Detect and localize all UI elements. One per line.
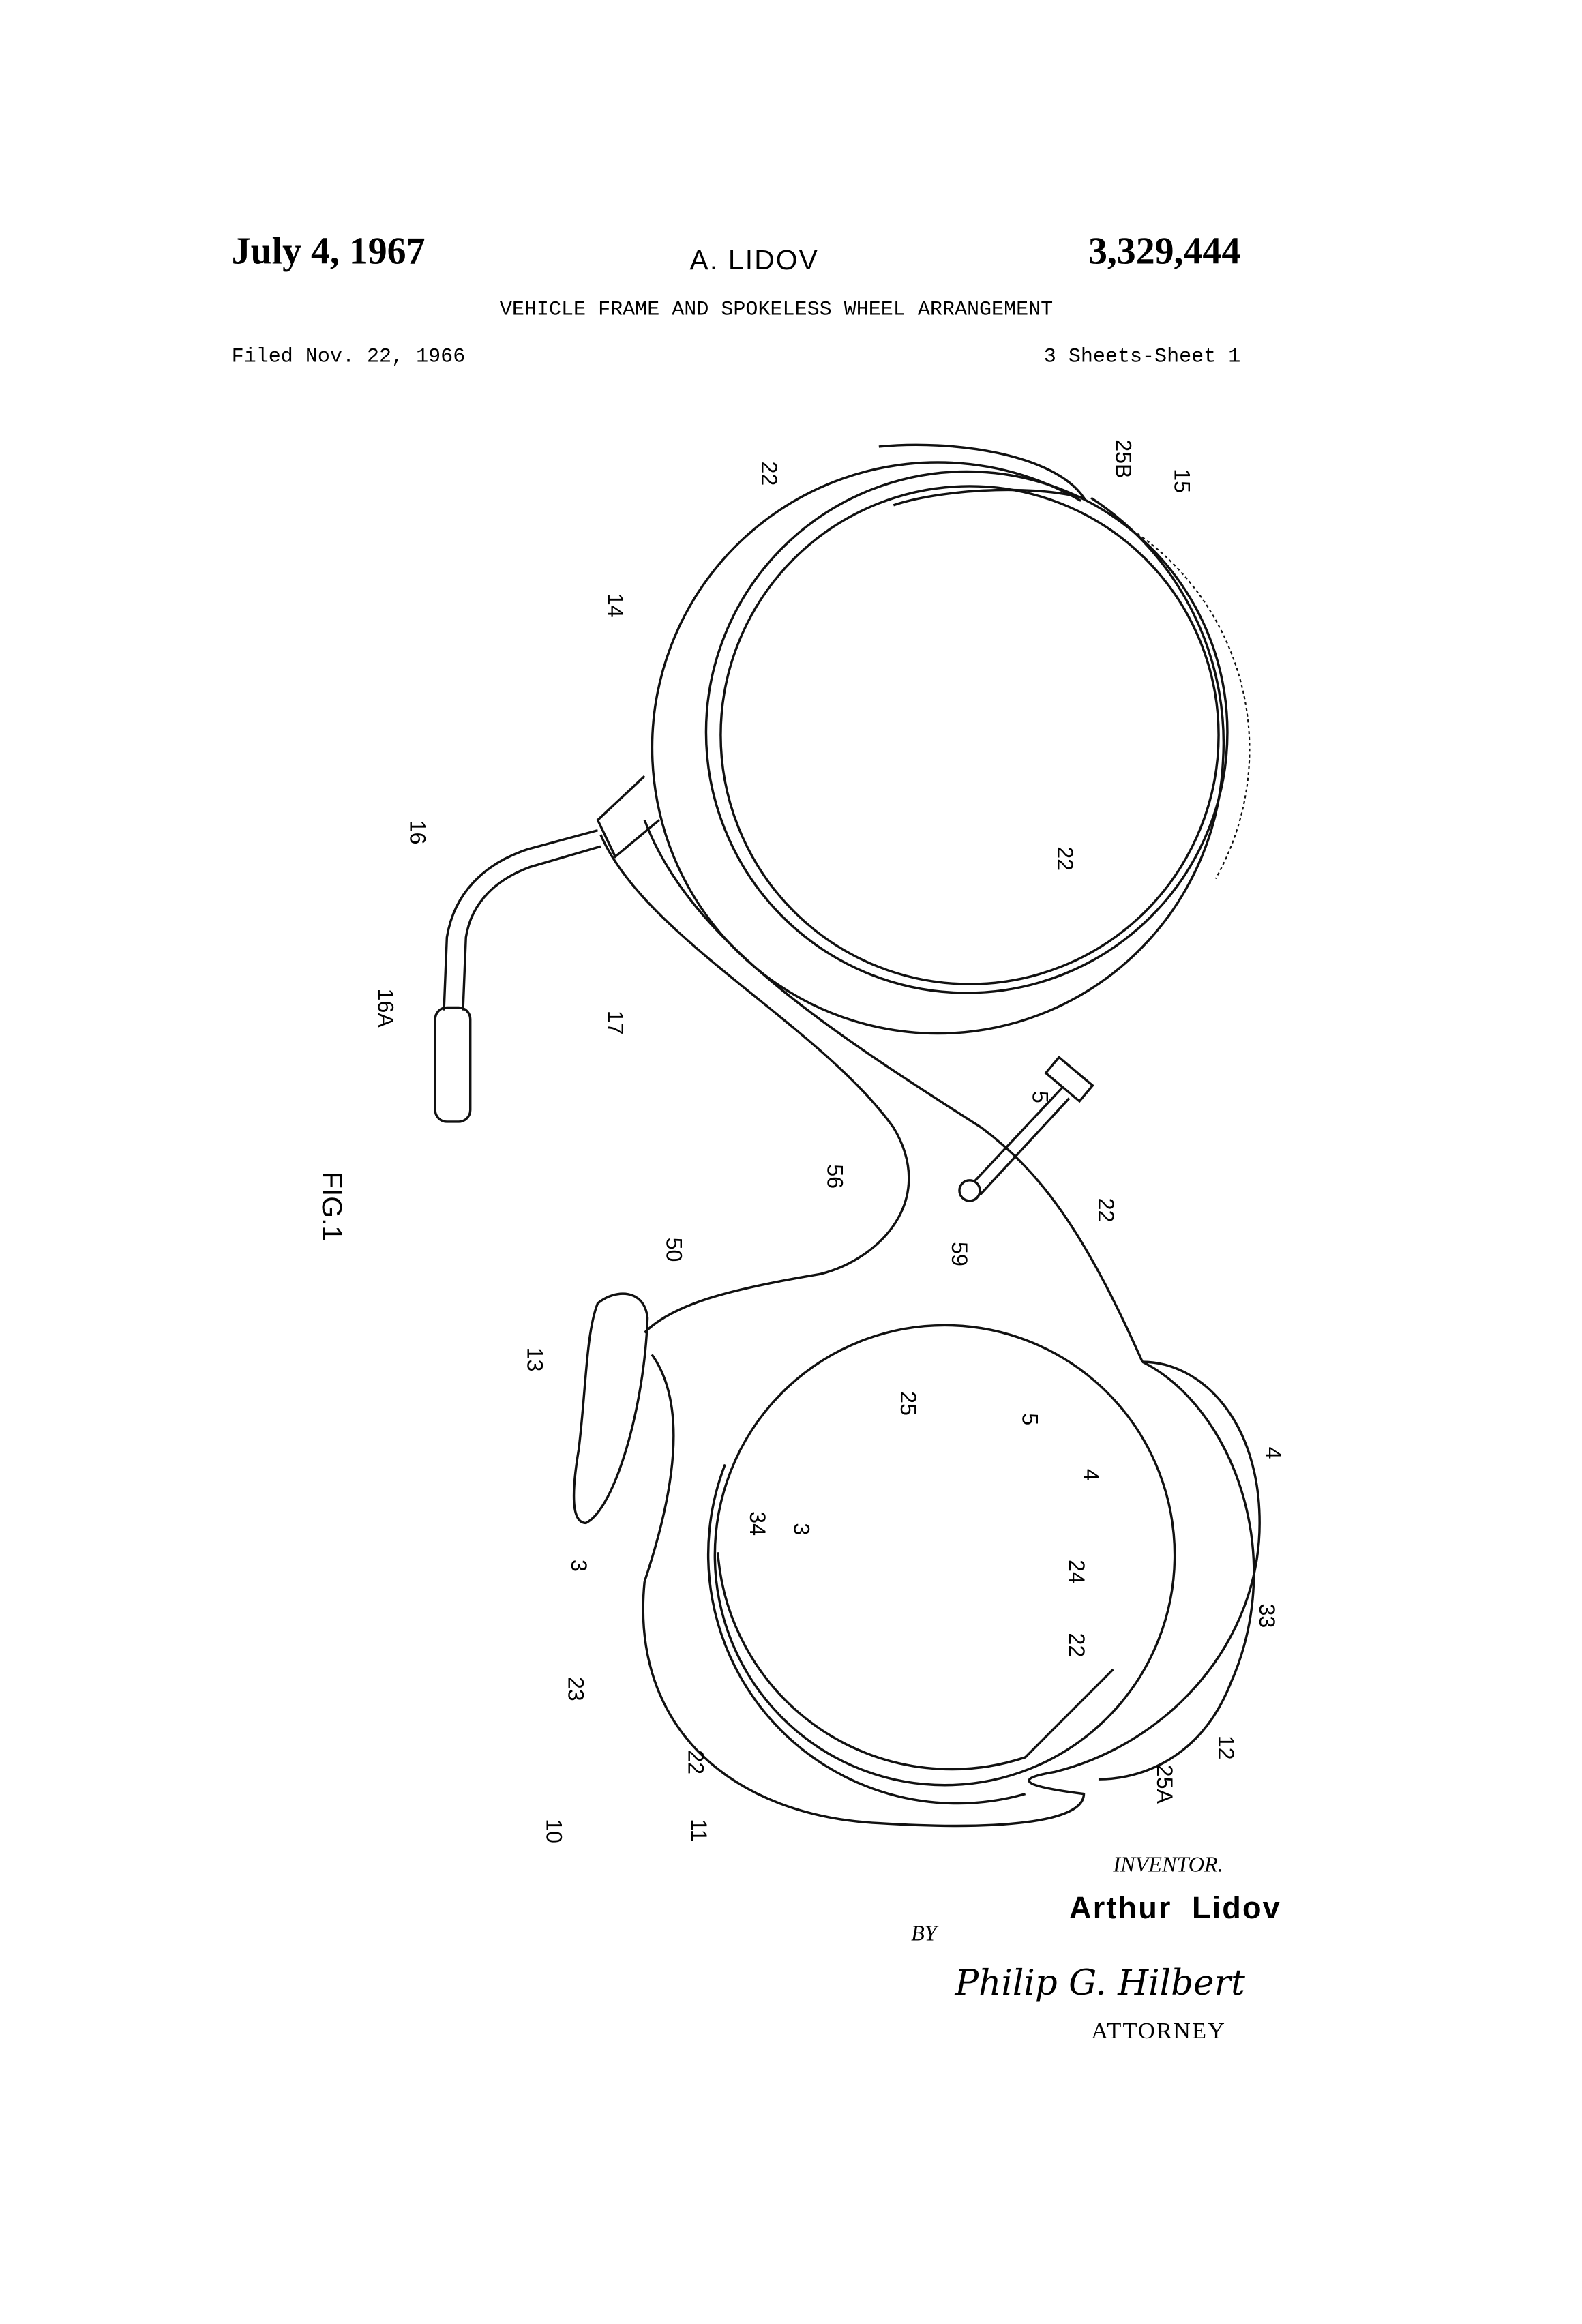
reference-numeral: 25B [1111,439,1136,478]
inventor-short: A. LIDOV [690,244,820,275]
handlebar [435,776,659,1122]
reference-numeral: 17 [603,1011,628,1035]
reference-numeral: 3 [789,1523,814,1535]
frame [601,820,1143,1582]
inventor-label: INVENTOR. [1112,1851,1223,1876]
reference-numeral: 5 [1028,1091,1052,1103]
reference-numeral: 56 [823,1164,848,1189]
reference-numeral: 22 [1094,1198,1118,1223]
reference-numeral: 50 [661,1238,686,1262]
by-label: BY [911,1920,939,1945]
reference-numeral: 3 [567,1560,591,1572]
reference-numeral: 10 [541,1819,566,1843]
reference-numeral: 4 [1261,1447,1285,1459]
reference-numeral: 25A [1152,1765,1177,1804]
reference-numeral: 22 [757,461,781,486]
reference-labels: 22 25B 15 14 16 16A 17 22 5 56 50 59 22 … [316,439,1285,1843]
patent-number: 3,329,444 [1088,230,1240,273]
patent-title: VEHICLE FRAME AND SPOKELESS WHEEL ARRANG… [500,299,1053,322]
reference-numeral: 5 [1017,1413,1042,1425]
reference-numeral: 22 [684,1750,708,1774]
seat [574,1294,648,1523]
reference-numeral: 22 [1053,846,1077,871]
reference-numeral: 16 [406,820,430,845]
reference-numeral: 4 [1079,1469,1103,1481]
reference-numeral: 11 [687,1819,711,1841]
reference-numeral: 25 [896,1391,921,1416]
reference-numeral: 22 [1064,1633,1089,1657]
attorney-signature: Philip G. Hilbert [955,1963,1246,2003]
reference-numeral: 12 [1214,1735,1238,1760]
reference-numeral: 33 [1255,1603,1279,1628]
reference-numeral: 59 [947,1242,972,1266]
handlebar-grip [435,1007,471,1122]
attorney-label: ATTORNEY [1091,2018,1226,2044]
reference-numeral: 13 [522,1347,547,1372]
patent-date: July 4, 1967 [232,230,426,273]
reference-numeral: 24 [1064,1560,1089,1584]
inventor-name: Arthur Lidov [1069,1890,1281,1925]
sheet-count: 3 Sheets-Sheet 1 [1044,345,1241,368]
filed-date: Filed Nov. 22, 1966 [232,345,466,368]
pedal-crank [959,1057,1092,1200]
reference-numeral: 14 [603,593,628,618]
rear-wheel-assembly [643,1325,1259,1826]
front-wheel-assembly [652,445,1249,1033]
reference-numeral: 16A [373,989,398,1028]
figure-label: FIG.1 [316,1172,348,1241]
reference-numeral: 34 [745,1511,770,1536]
reference-numeral: 23 [564,1677,588,1701]
reference-numeral: 15 [1170,468,1195,493]
